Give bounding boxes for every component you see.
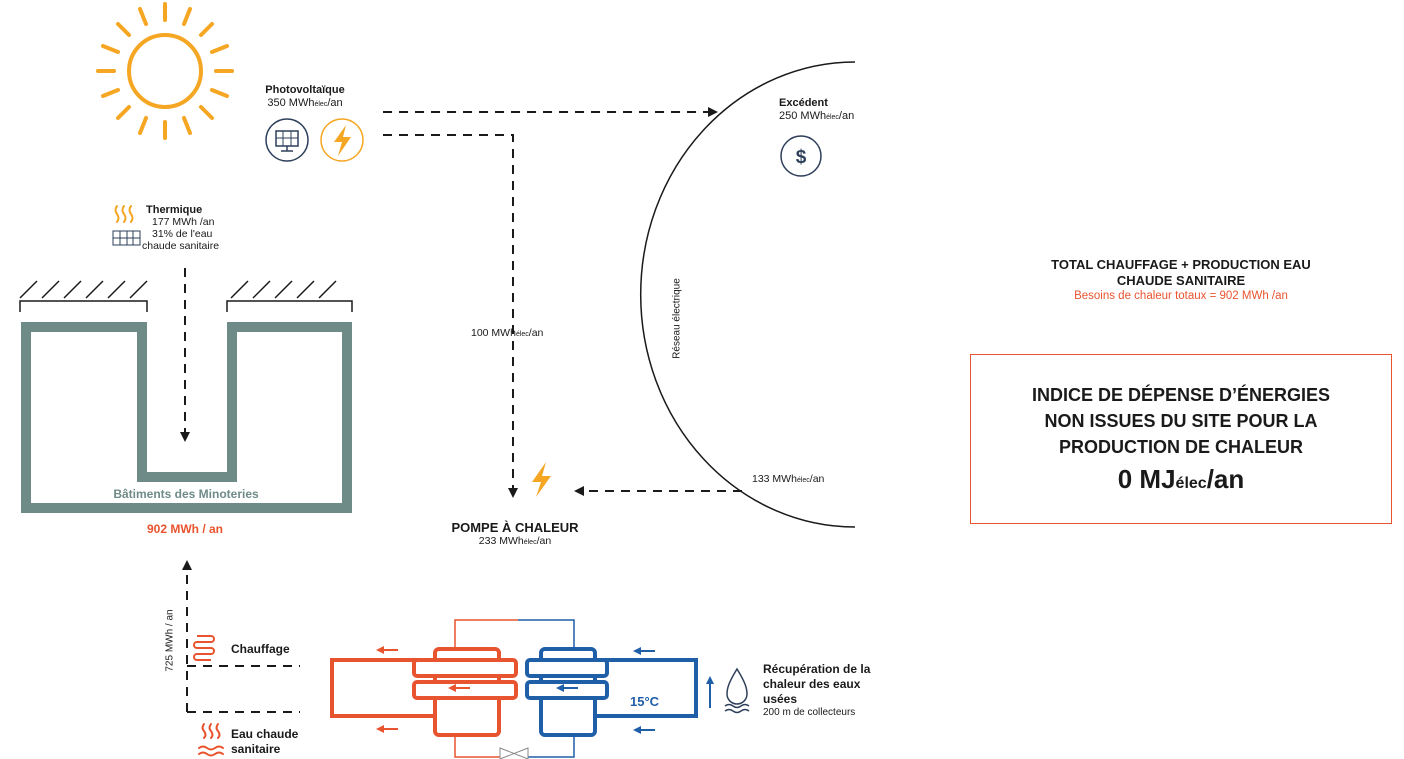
water-drop-icon xyxy=(724,667,750,714)
pv-title: Photovoltaïque xyxy=(265,84,345,96)
heat-waves-icon xyxy=(198,723,224,757)
reseau-label: Réseau électrique xyxy=(671,278,683,359)
excedent-value: 250 MWhélec/an xyxy=(779,110,855,122)
building-name: Bâtiments des Minoteries xyxy=(113,487,259,501)
kpi-line-2: NON ISSUES DU SITE POUR LA xyxy=(1044,411,1318,431)
refrigerant-circuit xyxy=(454,619,575,758)
recup-line3: usées xyxy=(763,692,798,706)
sun-icon xyxy=(96,2,234,140)
pac-label: POMPE À CHALEUR 233 MWhélec/an xyxy=(425,520,605,549)
cold-flow-arrows xyxy=(556,647,714,734)
ecs-line1: Eau chaude xyxy=(231,727,299,741)
recup-line1: Récupération de la xyxy=(763,662,871,676)
thermique-title: Thermique xyxy=(146,204,203,216)
lightning-icon xyxy=(532,462,551,497)
ecs-line2: sanitaire xyxy=(231,742,281,756)
pv-label: Photovoltaïque 350 MWhélec/an xyxy=(253,84,357,111)
building-shape xyxy=(21,322,352,513)
recup-line2: chaleur des eaux xyxy=(763,677,861,691)
kpi-line-3: PRODUCTION DE CHALEUR xyxy=(1058,437,1303,457)
total-title-1: TOTAL CHAUFFAGE + PRODUCTION EAU xyxy=(1051,257,1311,272)
solar-panel-icon xyxy=(112,230,141,246)
excedent-title: Excédent xyxy=(779,97,828,109)
kpi-value: 0 MJélec/an xyxy=(1117,464,1245,494)
thermique-value: 177 MWh /an xyxy=(152,216,215,228)
total-title-2: CHAUDE SANITAIRE xyxy=(1116,273,1246,288)
recup-line4: 200 m de collecteurs xyxy=(763,707,856,718)
total-subtitle: Besoins de chaleur totaux = 902 MWh /an xyxy=(1074,290,1288,302)
kpi-line-1: INDICE DE DÉPENSE D’ÉNERGIES xyxy=(1031,385,1331,405)
heat-pump-hot-side xyxy=(330,647,518,737)
valve-icon xyxy=(499,747,529,759)
thermique-share: 31% de l'eau xyxy=(152,228,213,240)
roof-edges xyxy=(19,300,353,312)
total-block: TOTAL CHAUFFAGE + PRODUCTION EAU CHAUDE … xyxy=(990,257,1372,303)
building-demand: 902 MWh / an xyxy=(146,522,223,536)
svg-text:$: $ xyxy=(796,147,807,168)
lightning-icon xyxy=(320,118,364,162)
kpi-title: INDICE DE DÉPENSE D’ÉNERGIES NON ISSUES … xyxy=(971,382,1391,460)
pac-title: POMPE À CHALEUR xyxy=(451,520,579,535)
thermique-share-cont: chaude sanitaire xyxy=(142,240,220,252)
heat-waves-icon xyxy=(114,205,134,223)
pac-value: 233 MWhélec/an xyxy=(478,535,552,547)
wastewater-temp: 15°C xyxy=(630,694,660,709)
flow-heat-label: 725 MWh / an xyxy=(164,609,176,672)
thermique-label: Thermique 177 MWh /an 31% de l'eau chaud… xyxy=(142,204,256,252)
excedent-label: Excédent 250 MWhélec/an xyxy=(779,97,889,124)
ecs-label: Eau chaude sanitaire xyxy=(231,727,298,757)
solar-panel-icon xyxy=(265,118,309,162)
network-arc xyxy=(639,61,856,528)
radiator-icon xyxy=(193,635,215,661)
chauffage-label: Chauffage xyxy=(231,642,290,656)
pv-value: 350 MWhélec/an xyxy=(267,97,343,109)
flow-pv-pac-label: 100 MWhélec/an xyxy=(471,327,544,339)
kpi-box: INDICE DE DÉPENSE D’ÉNERGIES NON ISSUES … xyxy=(970,354,1392,524)
recup-label: Récupération de la chaleur des eaux usée… xyxy=(763,662,913,719)
roof-hatch xyxy=(19,280,337,299)
dollar-icon: $ xyxy=(780,135,822,177)
heat-pump-cold-side xyxy=(525,647,698,737)
flow-reseau-pac-label: 133 MWhélec/an xyxy=(752,473,825,485)
hot-flow-arrows xyxy=(376,646,470,733)
